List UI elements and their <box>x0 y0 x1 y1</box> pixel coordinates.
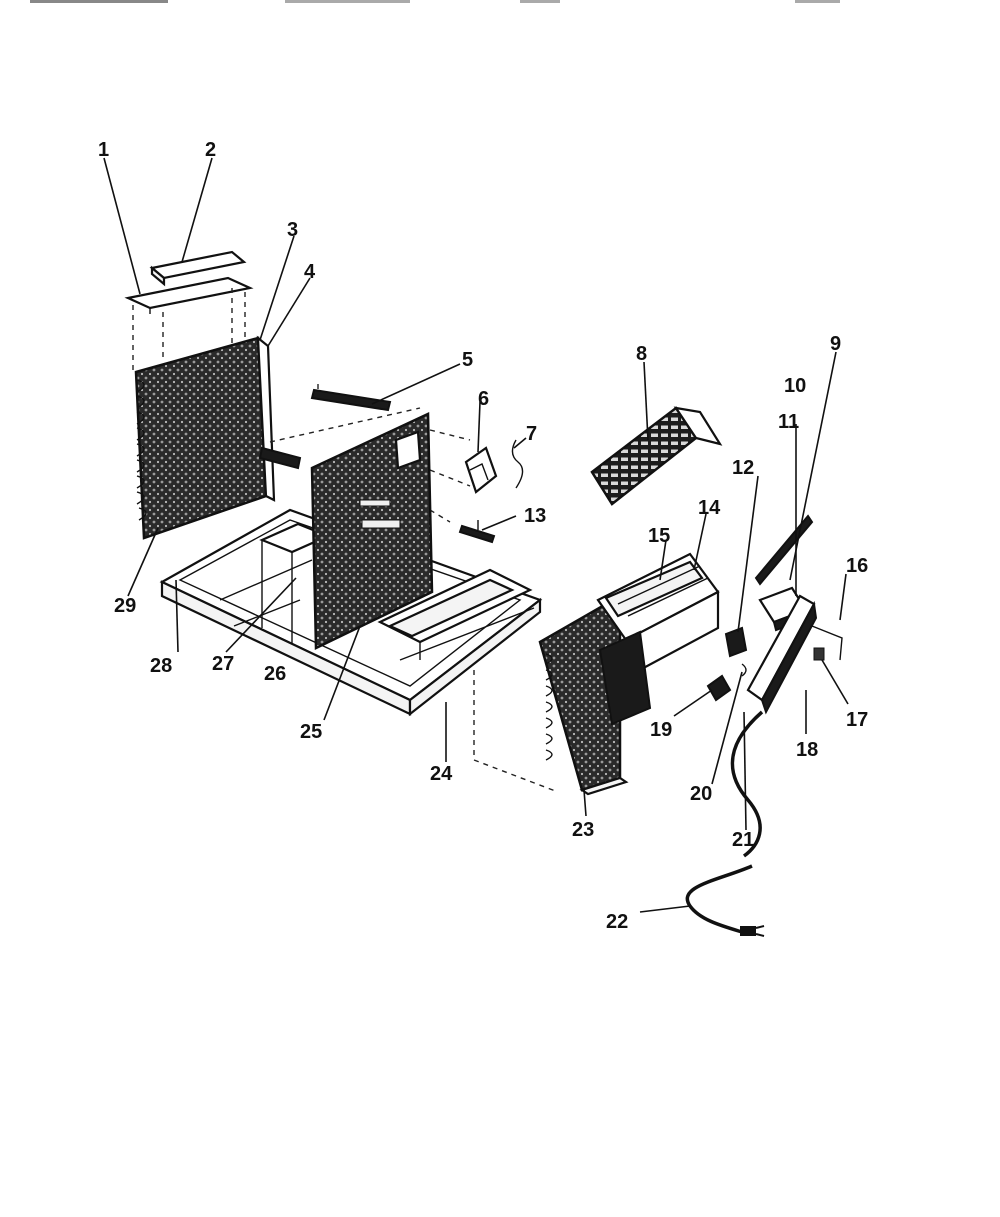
callout-19: 19 <box>650 719 672 741</box>
callout-14: 14 <box>698 497 721 519</box>
callout-2: 2 <box>205 139 216 161</box>
part-7-spring-clip <box>511 439 524 489</box>
part-6-bracket <box>464 446 498 494</box>
callout-22: 22 <box>606 911 628 933</box>
callout-4: 4 <box>304 261 316 283</box>
part-2-top-bracket <box>149 250 247 287</box>
alignment-lines-middle <box>269 407 471 523</box>
callout-28: 28 <box>150 655 172 677</box>
callout-16: 16 <box>846 555 868 577</box>
callout-21: 21 <box>732 829 754 851</box>
coil-tube-ends <box>136 379 147 521</box>
callout-11: 11 <box>778 411 799 433</box>
callout-15: 15 <box>648 525 670 547</box>
part-11-rod <box>754 514 814 586</box>
callout-3: 3 <box>287 219 298 241</box>
part-17-screw <box>813 647 825 661</box>
part-22-plug-cord <box>685 864 765 937</box>
callout-1: 1 <box>98 139 109 161</box>
callout-26: 26 <box>264 663 286 685</box>
callout-7: 7 <box>526 423 537 445</box>
callout-25: 25 <box>300 721 322 743</box>
evap-tube-ends <box>545 653 553 761</box>
part-29-side-bar <box>258 446 302 470</box>
part-3-condenser-coil <box>134 335 276 540</box>
part-24-drain-channel <box>377 568 535 661</box>
part-13-tube <box>458 520 496 544</box>
callout-24: 24 <box>430 763 453 785</box>
part-12-knob <box>724 626 748 658</box>
part-14-blower-housing <box>596 552 720 726</box>
part-20-clip <box>741 663 747 677</box>
part-23-evaporator-coil <box>538 593 629 796</box>
part-21-power-cord <box>730 710 764 858</box>
callout-12: 12 <box>732 457 754 479</box>
part-16-wire-bracket <box>811 625 843 661</box>
callout-13: 13 <box>524 505 546 527</box>
callout-17: 17 <box>846 709 868 731</box>
part-5-rod <box>310 384 392 412</box>
callout-23: 23 <box>572 819 594 841</box>
part-8-filter-grille <box>590 406 723 506</box>
callout-9: 9 <box>830 333 841 355</box>
callout-18: 18 <box>796 739 818 761</box>
top-border-marks <box>30 0 840 3</box>
callout-6: 6 <box>478 388 489 410</box>
part-25-partition-panel <box>310 412 434 650</box>
callout-5: 5 <box>462 349 473 371</box>
part-1-top-panel <box>124 276 254 314</box>
callout-8: 8 <box>636 343 647 365</box>
callout-27: 27 <box>212 653 234 675</box>
part-18-control-panel <box>746 594 818 715</box>
callout-20: 20 <box>690 783 712 805</box>
part-19-switch <box>706 674 732 702</box>
leader-lines <box>103 157 849 913</box>
alignment-lines-top <box>132 288 246 372</box>
callout-29: 29 <box>114 595 136 617</box>
alignment-lines-bottom <box>473 670 559 793</box>
callout-labels: 1 2 3 4 5 6 7 8 9 10 11 12 13 14 15 16 1… <box>98 139 868 933</box>
callout-10: 10 <box>784 375 806 397</box>
